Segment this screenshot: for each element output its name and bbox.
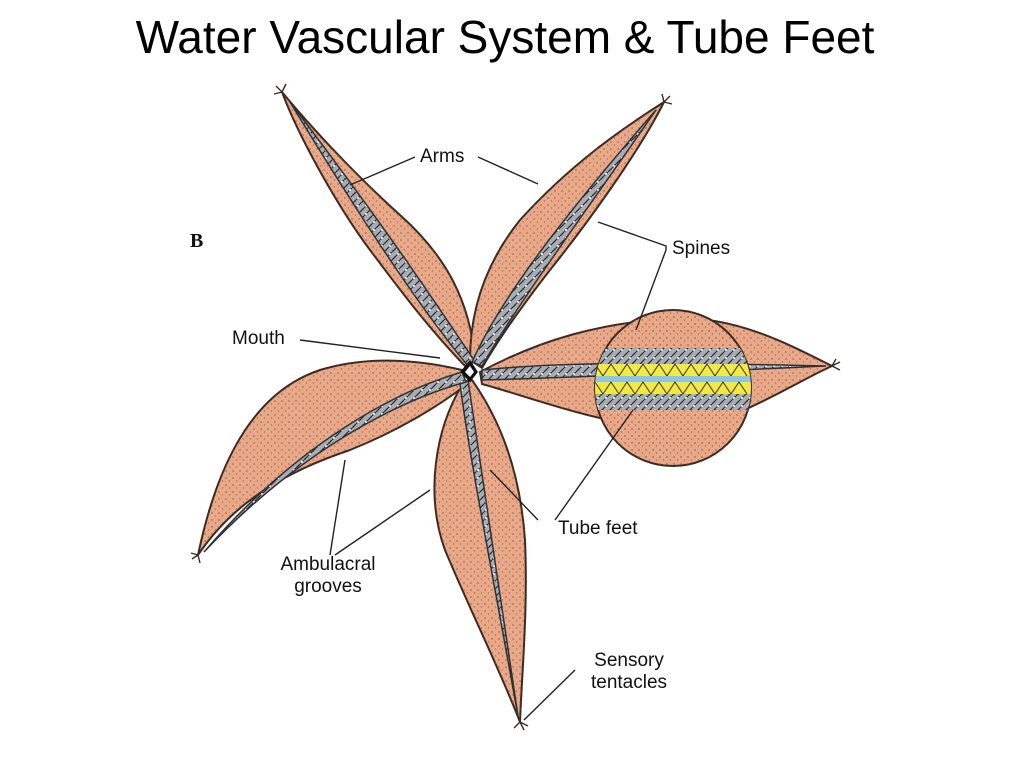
radial-canal-blue (595, 376, 751, 382)
leader-spines (597, 221, 667, 331)
leader-sensory (523, 669, 576, 721)
leader-lines (299, 156, 667, 721)
groove-upper-left (289, 101, 475, 368)
groove-left (203, 371, 468, 553)
mouth (460, 360, 478, 382)
leader-mouth (299, 339, 441, 359)
magnified-section (594, 309, 752, 467)
label-ambulacral-line2: grooves (294, 576, 362, 597)
canal-yellow-upper (595, 364, 751, 376)
groove-lower (459, 378, 519, 717)
slide-title: Water Vascular System & Tube Feet (135, 11, 875, 63)
leader-tube-feet (489, 409, 634, 521)
label-mouth: Mouth (232, 328, 285, 349)
ambulacral-grooves (203, 101, 827, 717)
groove-upper-right (470, 109, 657, 367)
sensory-tentacles (190, 83, 841, 731)
label-tube-feet: Tube feet (558, 518, 638, 539)
label-arms: Arms (420, 146, 465, 167)
label-sensory-tentacles: Sensory tentacles (574, 650, 684, 694)
label-spines: Spines (672, 238, 731, 259)
leader-ambulacral (329, 459, 431, 556)
canal-yellow-lower (595, 382, 751, 394)
label-sensory-line1: Sensory (594, 650, 664, 671)
leader-arms (349, 156, 539, 186)
label-sensory-line2: tentacles (590, 672, 668, 693)
panel-letter: B (190, 230, 204, 252)
label-ambulacral-line1: Ambulacral (280, 554, 376, 575)
label-ambulacral-grooves: Ambulacral grooves (266, 554, 390, 598)
